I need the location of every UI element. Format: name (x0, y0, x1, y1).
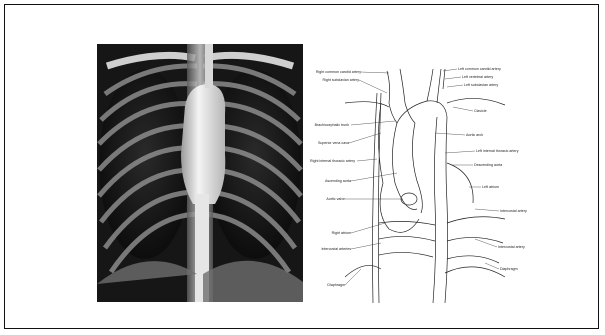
label-diaphragm-right: Diaphragm (500, 267, 518, 271)
label-right-subclavian: Right subclavian artery (322, 78, 359, 82)
label-right-common-carotid: Right common carotid artery (316, 70, 361, 74)
label-intercostal-artery-upper: Intercostal artery (500, 209, 527, 213)
label-brachiocephalic-trunk: Brachiocephalic trunk (315, 123, 350, 127)
label-intercostal-artery-lower: Intercostal artery (498, 245, 525, 249)
label-diaphragm-left: Diaphragm (327, 283, 345, 287)
label-left-atrium: Left atrium (482, 185, 499, 189)
label-clavicle: Clavicle (474, 109, 487, 113)
label-left-subclavian: Left subclavian artery (464, 83, 498, 87)
label-aortic-valve: Aortic valve (326, 197, 345, 201)
label-left-internal-thoracic: Left internal thoracic artery (476, 149, 519, 153)
label-right-internal-thoracic: Right internal thoracic artery (310, 159, 355, 163)
label-left-vertebral: Left vertebral artery (462, 75, 493, 79)
chest-xray-drawing (97, 44, 303, 302)
label-descending-aorta: Descending aorta (474, 163, 502, 167)
label-aortic-arch: Aortic arch (466, 133, 483, 137)
anatomy-line-drawing: Right common carotid artery Right subcla… (305, 63, 537, 310)
label-intercostal-arteries: Intercostal arteries (321, 247, 351, 251)
label-ascending-aorta: Ascending aorta (325, 179, 351, 183)
label-left-common-carotid: Left common carotid artery (458, 67, 501, 71)
label-superior-vena-cava: Superior vena cava (318, 141, 349, 145)
chest-xray-image (97, 44, 303, 302)
slide-frame: Right common carotid artery Right subcla… (4, 4, 599, 329)
label-right-atrium: Right atrium (332, 231, 351, 235)
anatomy-diagram: Right common carotid artery Right subcla… (305, 63, 537, 310)
